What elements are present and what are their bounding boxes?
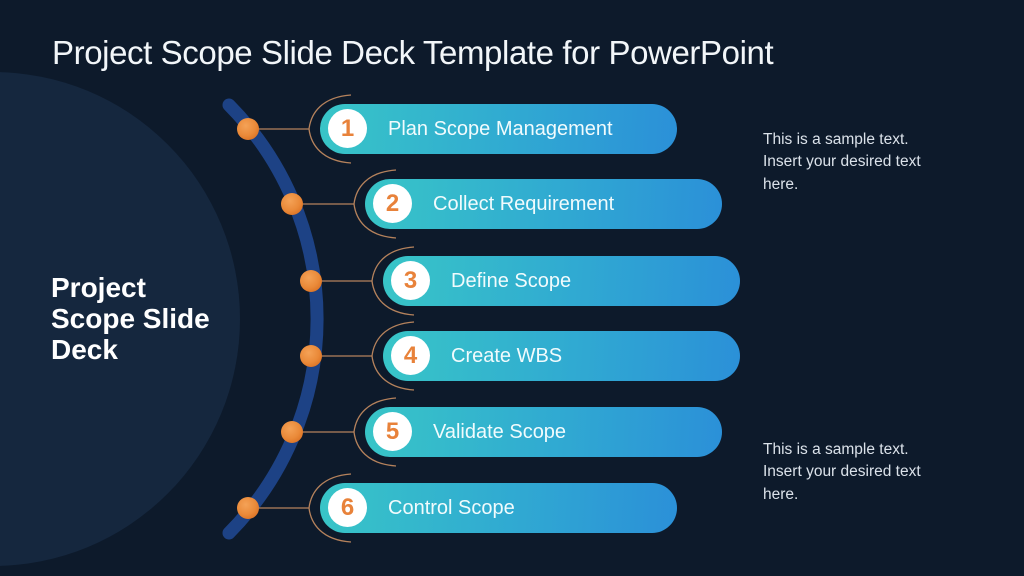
- timeline-arc: [222, 98, 324, 540]
- timeline-dot-4: [300, 345, 322, 367]
- step-label: Plan Scope Management: [388, 118, 613, 140]
- step-number: 6: [340, 493, 355, 521]
- timeline-dots: [237, 118, 322, 519]
- step-pill-4: 4 Create WBS: [383, 331, 740, 381]
- step-pill-3: 3 Define Scope: [383, 256, 740, 306]
- step-number: 5: [385, 417, 400, 445]
- connector-bracket-1: [308, 94, 352, 164]
- step-number: 4: [403, 341, 418, 369]
- connector-bracket-5: [353, 397, 397, 467]
- connector-bracket-2: [353, 169, 397, 239]
- step-number-badge: 1: [328, 109, 367, 148]
- sample-text-top: This is a sample text. Insert your desir…: [763, 131, 921, 193]
- timeline-dot-2: [281, 193, 303, 215]
- step-number-badge: 6: [328, 488, 367, 527]
- circle-label: Project Scope Slide Deck: [51, 272, 210, 365]
- step-number-badge: 3: [391, 261, 430, 300]
- step-number-badge: 2: [373, 184, 412, 223]
- step-pill-2: 2 Collect Requirement: [365, 179, 722, 229]
- connector-bracket-6: [308, 473, 352, 543]
- step-pill-1: 1 Plan Scope Management: [320, 104, 677, 154]
- step-number-badge: 5: [373, 412, 412, 451]
- connector-bracket-4: [371, 321, 415, 391]
- timeline-dot-5: [281, 421, 303, 443]
- step-number: 3: [403, 266, 418, 294]
- step-label: Control Scope: [388, 497, 515, 519]
- sample-text-bottom: This is a sample text. Insert your desir…: [763, 441, 921, 503]
- step-label: Validate Scope: [433, 421, 567, 443]
- step-number: 2: [385, 189, 400, 217]
- step-label: Define Scope: [451, 270, 572, 292]
- step-number: 1: [340, 114, 355, 142]
- step-pill-6: 6 Control Scope: [320, 483, 677, 533]
- timeline-dot-6: [237, 497, 259, 519]
- step-pill-5: 5 Validate Scope: [365, 407, 722, 457]
- step-label: Collect Requirement: [433, 193, 615, 215]
- timeline-dot-3: [300, 270, 322, 292]
- timeline-dot-1: [237, 118, 259, 140]
- step-label: Create WBS: [451, 345, 563, 367]
- slide-title: Project Scope Slide Deck Template for Po…: [52, 34, 774, 71]
- connectors: [252, 94, 415, 543]
- background-disc: [0, 72, 240, 566]
- connector-bracket-3: [371, 246, 415, 316]
- step-number-badge: 4: [391, 336, 430, 375]
